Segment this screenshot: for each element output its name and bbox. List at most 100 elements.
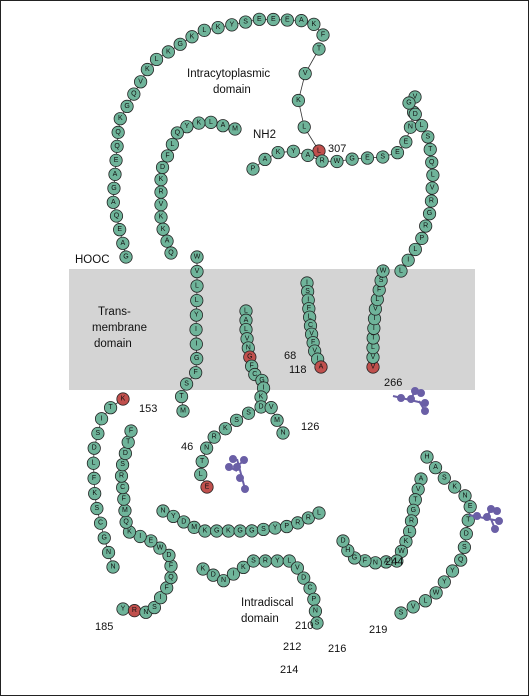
- residue-circle: [408, 107, 422, 121]
- residue-circle: [180, 120, 194, 134]
- residue-letter: D: [413, 111, 418, 118]
- residue-letter: G: [194, 355, 199, 362]
- residue-letter: E: [114, 157, 119, 164]
- residue-letter: Y: [442, 578, 447, 585]
- residue-letter: R: [423, 223, 428, 230]
- residue-letter: L: [199, 471, 203, 478]
- residue-circle: [394, 606, 408, 620]
- residue-letter: G: [214, 528, 219, 535]
- residue-circle: [376, 264, 390, 278]
- residue-circle: [290, 561, 304, 575]
- residue-circle: [423, 142, 437, 157]
- residue-circle: [174, 389, 189, 404]
- residue-letter: E: [395, 149, 400, 156]
- residue-letter: L: [244, 308, 248, 315]
- residue-letter: Q: [114, 143, 120, 150]
- residue-circle: [394, 264, 408, 278]
- residue-letter: L: [408, 528, 412, 535]
- residue-number-214: 214: [280, 664, 298, 676]
- residue-circle: [185, 30, 199, 44]
- residue-letter: Q: [458, 557, 464, 564]
- residue-circle: [297, 120, 311, 134]
- residue-letter: E: [205, 484, 210, 491]
- residue-letter: L: [244, 326, 248, 333]
- residue-letter: V: [295, 564, 300, 571]
- residue-letter: M: [122, 507, 128, 514]
- residue-circle: [124, 424, 138, 438]
- residue-letter: M: [274, 417, 280, 424]
- residue-circle: [88, 486, 102, 501]
- residue-circle: [86, 456, 101, 470]
- residue-circle: [160, 149, 175, 163]
- residue-circle: [140, 62, 154, 77]
- residue-circle: [190, 250, 204, 264]
- residue-circle: [246, 162, 260, 176]
- residue-letter: R: [306, 514, 311, 521]
- residue-circle: [314, 360, 328, 374]
- residue-letter: V: [269, 404, 274, 411]
- residue-circle: [376, 150, 390, 164]
- residue-letter: N: [160, 508, 165, 515]
- transmembrane-band: [69, 269, 475, 390]
- residue-circle: [225, 18, 239, 32]
- residue-letter: K: [127, 529, 132, 536]
- residue-number-210: 210: [295, 620, 313, 632]
- residue-circle: [156, 222, 170, 236]
- residue-letter: K: [201, 566, 206, 573]
- residue-letter: M: [180, 408, 186, 415]
- residue-circle: [291, 93, 306, 108]
- residue-letter: R: [263, 558, 268, 565]
- residue-letter: A: [111, 199, 116, 206]
- residue-letter: S: [152, 604, 157, 611]
- residue-letter: L: [91, 460, 95, 467]
- residue-letter: R: [295, 519, 300, 526]
- residue-letter: R: [119, 473, 124, 480]
- residue-letter: F: [363, 557, 367, 564]
- residue-circle: [454, 553, 468, 567]
- residue-letter: V: [159, 201, 164, 208]
- residue-circle: [120, 99, 134, 114]
- residue-circle: [298, 66, 312, 81]
- residue-letter: A: [433, 464, 438, 471]
- intradiscal-label: Intradiscal: [241, 597, 293, 609]
- intracytoplasmic-label: Intracytoplasmic: [187, 68, 270, 80]
- residue-letter: L: [423, 597, 427, 604]
- residue-letter: Q: [131, 91, 137, 98]
- residue-letter: F: [307, 305, 311, 312]
- residue-letter: L: [195, 297, 199, 304]
- residue-letter: Y: [450, 567, 455, 574]
- residue-letter: E: [149, 537, 154, 544]
- residue-circle: [190, 352, 204, 366]
- residue-circle: [127, 87, 141, 101]
- residue-letter: S: [261, 526, 266, 533]
- residue-letter: R: [132, 607, 137, 614]
- residue-number-216: 216: [328, 643, 346, 655]
- residue-letter: L: [420, 122, 424, 129]
- residue-circle: [87, 471, 101, 485]
- residue-circle: [401, 253, 415, 267]
- residue-letter: L: [195, 283, 199, 290]
- residue-letter: S: [120, 461, 125, 468]
- residue-letter: G: [247, 354, 252, 361]
- residue-letter: V: [416, 486, 421, 493]
- residue-circle: [426, 168, 440, 182]
- residue-letter: I: [306, 280, 308, 287]
- residue-letter: Y: [229, 21, 234, 28]
- residue-letter: R: [212, 434, 217, 441]
- residue-circle: [424, 194, 439, 208]
- residue-circle: [457, 540, 471, 554]
- residue-letter: K: [197, 120, 202, 127]
- residue-letter: D: [464, 530, 469, 537]
- residue-letter: V: [373, 305, 378, 312]
- residue-number-244: 244: [385, 556, 403, 568]
- residue-letter: I: [101, 415, 103, 422]
- residue-letter: K: [241, 564, 246, 571]
- residue-circle: [418, 594, 433, 608]
- residue-letter: I: [160, 594, 162, 601]
- residue-letter: N: [313, 608, 318, 615]
- residue-letter: L: [317, 148, 321, 155]
- residue-circle: [111, 125, 125, 139]
- residue-letter: T: [200, 458, 205, 465]
- residue-letter: H: [345, 547, 350, 554]
